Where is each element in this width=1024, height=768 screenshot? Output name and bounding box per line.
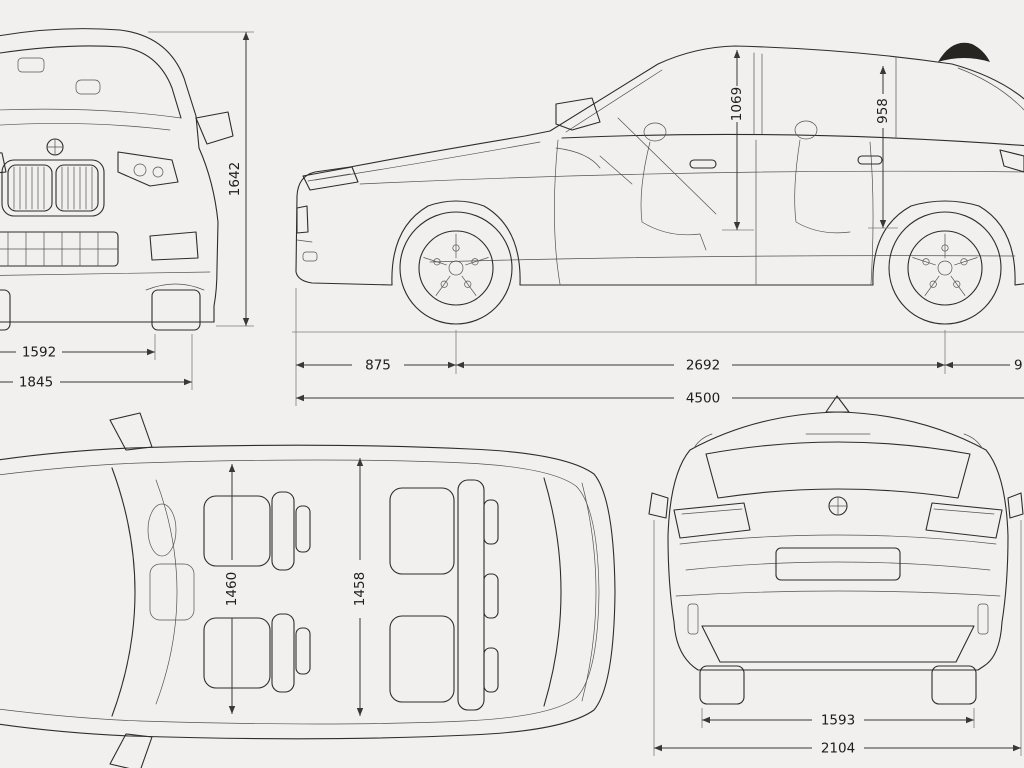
dim-rear-interior-height-label: 958 (875, 98, 891, 124)
top-body-outline (0, 444, 616, 740)
dim-overall-height: 1642 (148, 31, 254, 327)
top-view-drawing (0, 412, 616, 768)
rear-wheels (699, 665, 977, 705)
rear-body-outline (667, 395, 1009, 671)
dim-overall-width-label: 1845 (19, 375, 53, 391)
dim-overall-length-label: 4500 (686, 391, 720, 407)
bmw-roundel-icon (46, 138, 64, 156)
door-handles (689, 155, 883, 169)
dim-rear-track-width-label: 1593 (821, 713, 855, 729)
dim-overall-width-mirrors: 2104 (653, 520, 1022, 757)
lower-grille (0, 231, 199, 267)
dim-rear-overhang: 9 (945, 358, 1023, 374)
dim-rear-interior-width: 1458 (352, 458, 368, 716)
dim-front-interior-height: 1069 (722, 50, 754, 231)
side-taillight (999, 149, 1024, 173)
dim-wheelbase-label: 2692 (686, 358, 720, 374)
interior-seats (555, 120, 851, 251)
rear-seats (389, 479, 499, 711)
dim-extension-lines (295, 288, 946, 406)
wheel-rear (888, 211, 1002, 325)
steering-wheel-icon (147, 503, 177, 557)
dim-rear-overhang-label: 9 (1014, 358, 1023, 374)
rear-view-drawing (648, 395, 1024, 705)
dim-track-width-label: 1592 (22, 345, 56, 361)
taillights (673, 502, 1003, 539)
front-seats (149, 491, 311, 693)
side-headlight (302, 166, 359, 191)
dim-overall-width-mirrors-label: 2104 (821, 741, 855, 757)
interior-mirror-icon (17, 57, 101, 95)
dim-rear-track-width: 1593 (701, 708, 975, 729)
side-view-drawing (292, 42, 1024, 333)
dim-overall-length: 4500 (296, 391, 1024, 407)
dim-front-interior-width-label: 1460 (224, 572, 240, 606)
dim-overall-width: 1845 (0, 334, 193, 391)
dim-overall-height-label: 1642 (227, 162, 243, 196)
dim-track-width: 1592 (0, 334, 156, 361)
dim-wheelbase: 2692 (456, 358, 945, 374)
bmw-roundel-icon (828, 496, 848, 516)
dim-front-overhang-label: 875 (365, 358, 391, 374)
dim-rear-interior-width-label: 1458 (352, 572, 368, 606)
front-body-outline (0, 28, 219, 323)
rear-mirrors (648, 492, 1024, 519)
wheel-front (399, 211, 513, 325)
side-mirror-icon (555, 97, 717, 215)
side-front-details (296, 205, 318, 262)
side-body-outline (295, 45, 1024, 286)
rear-window (705, 433, 971, 499)
shark-fin-antenna-icon (938, 42, 990, 62)
front-view-drawing (0, 28, 234, 331)
tailgate-and-bumper (675, 534, 1001, 663)
top-mirrors (109, 412, 153, 768)
headlights (0, 151, 179, 187)
dim-front-interior-height-label: 1069 (729, 87, 745, 121)
dim-front-overhang: 875 (296, 358, 456, 374)
dim-front-interior-width: 1460 (224, 464, 240, 714)
front-wheels (0, 283, 205, 331)
kidney-grille (1, 159, 105, 217)
side-mirror-icon (195, 111, 234, 145)
dim-rear-interior-height: 958 (868, 66, 898, 229)
